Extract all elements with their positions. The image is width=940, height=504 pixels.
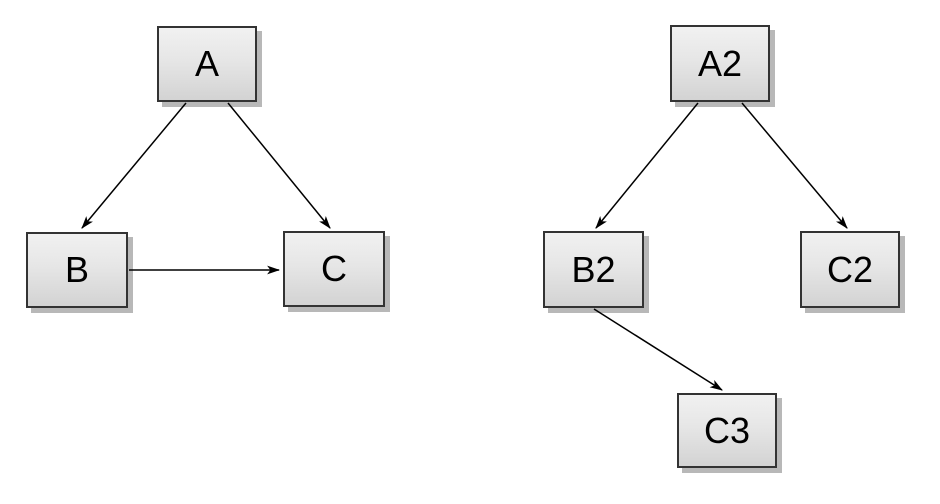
- node-A: A: [157, 26, 257, 102]
- node-label-B: B: [64, 249, 89, 290]
- node-C2: C2: [800, 231, 900, 308]
- edge-B2-C3: [593, 308, 723, 391]
- edge-A-C: [227, 102, 331, 229]
- edge-A-B: [81, 102, 187, 229]
- edge-A2-C2: [741, 102, 848, 229]
- edges-group: [81, 102, 848, 391]
- node-label-A: A: [194, 43, 219, 84]
- node-B: B: [26, 232, 128, 308]
- node-label-A2: A2: [697, 42, 743, 84]
- node-label-B2: B2: [571, 248, 616, 290]
- node-C3: C3: [677, 393, 777, 468]
- node-C: C: [283, 231, 385, 307]
- node-label-C3: C3: [703, 409, 751, 451]
- node-B2: B2: [543, 231, 644, 308]
- node-A2: A2: [670, 25, 770, 102]
- node-label-C2: C2: [826, 248, 874, 290]
- node-label-C: C: [321, 248, 347, 289]
- edge-A2-B2: [595, 102, 699, 229]
